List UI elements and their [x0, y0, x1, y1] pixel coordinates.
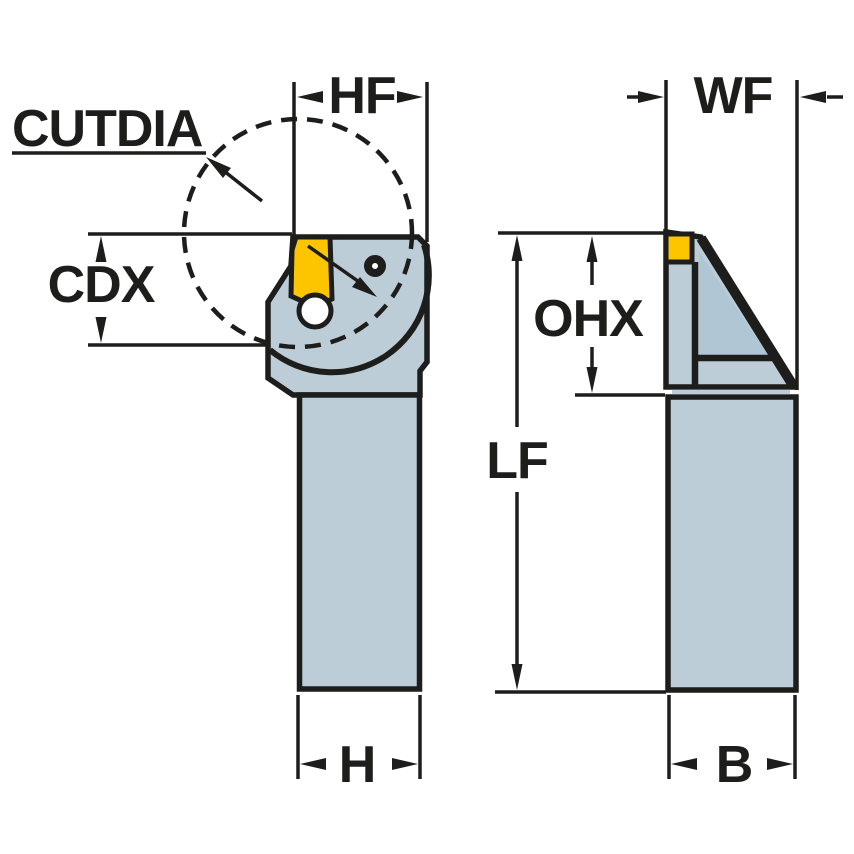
head-front-arc	[268, 244, 432, 376]
cutdia-label: CUTDIA	[12, 100, 203, 158]
ohx-arrow-up	[586, 236, 598, 262]
h-arrow-left	[300, 758, 326, 770]
ohx-arrow-down	[586, 367, 598, 393]
insert-direction-arrow-shaft	[306, 244, 364, 286]
dimension-cutdia: CUTDIA	[12, 100, 264, 203]
hf-label: HF	[328, 67, 395, 125]
cutdia-leader-line	[222, 169, 264, 203]
clamp-inner-edge	[691, 262, 777, 386]
side-view	[663, 228, 799, 693]
cdx-arrow-down	[95, 317, 107, 343]
b-arrow-right	[767, 758, 793, 770]
front-view-shank	[296, 392, 423, 692]
dimension-hf: HF	[292, 67, 429, 242]
insert-direction-arrow-head	[352, 277, 377, 297]
side-view-clamp	[699, 252, 768, 355]
hf-arrow-left	[297, 91, 323, 103]
wf-arrow-left	[638, 91, 664, 103]
ohx-label: OHX	[533, 290, 644, 348]
b-label: B	[716, 736, 753, 794]
cdx-arrow-up	[95, 236, 107, 262]
dimension-wf: WF	[627, 67, 843, 390]
b-arrow-left	[671, 758, 697, 770]
h-arrow-right	[392, 758, 418, 770]
h-label: H	[339, 736, 376, 794]
wf-arrow-right	[800, 91, 826, 103]
dimension-lf: LF	[486, 235, 666, 694]
clamp-hypotenuse	[696, 235, 799, 390]
dimension-b: B	[667, 695, 797, 794]
cutting-insert-side	[663, 231, 695, 265]
lf-label: LF	[486, 432, 548, 490]
lf-arrow-up	[511, 235, 523, 261]
clamp-screw-hole	[364, 255, 386, 277]
hf-arrow-right	[397, 91, 423, 103]
dimension-cdx: CDX	[48, 232, 292, 347]
cutdia-leader-arrowhead	[206, 157, 231, 178]
front-view	[181, 116, 432, 692]
lf-arrow-down	[511, 664, 523, 690]
dimension-h: H	[296, 695, 422, 794]
neck-gap	[672, 389, 790, 395]
cutdia-circle	[181, 116, 415, 350]
cdx-label: CDX	[48, 256, 156, 314]
insert-screw-hole	[296, 292, 334, 330]
side-view-shank	[665, 394, 799, 693]
dimension-ohx: OHX	[498, 231, 665, 397]
wf-label: WF	[694, 67, 773, 125]
